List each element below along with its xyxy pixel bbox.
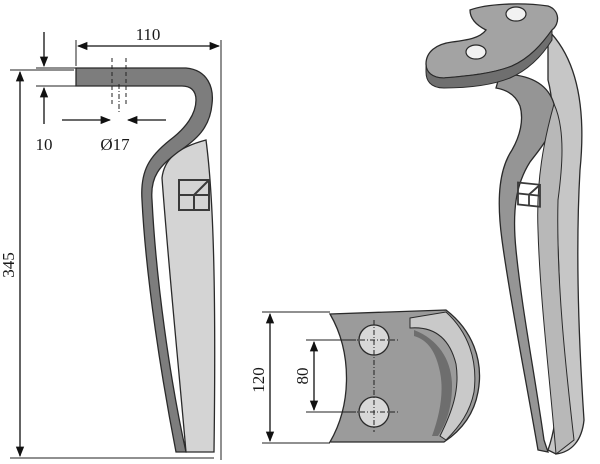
- side-view-blade-edge: [75, 67, 214, 453]
- hole-detail-bevel-shadow: [414, 330, 452, 436]
- perspective-mounting-flange: [425, 3, 559, 79]
- hole-detail-view: 120 80: [249, 309, 481, 444]
- flange-hole-upper: [505, 6, 527, 22]
- flange-hole-lower: [465, 44, 487, 60]
- hole-diameter-label: Ø17: [100, 135, 130, 154]
- maker-mark-icon: [178, 179, 210, 211]
- perspective-flange-edge: [425, 28, 553, 89]
- side-view-blade-face: [161, 139, 216, 453]
- side-view: 110 10 Ø17 345: [0, 25, 222, 460]
- maker-mark-icon: [517, 181, 541, 208]
- outer-dimension-label: 120: [249, 367, 268, 393]
- perspective-view: [425, 3, 585, 455]
- thickness-dimension-label: 10: [36, 135, 53, 154]
- perspective-blade-bevel: [537, 102, 575, 455]
- width-dimension-label: 110: [136, 25, 161, 44]
- hole-detail-bevel: [409, 311, 476, 441]
- spacing-dimension-label: 80: [293, 368, 312, 385]
- height-dimension-label: 345: [0, 252, 18, 278]
